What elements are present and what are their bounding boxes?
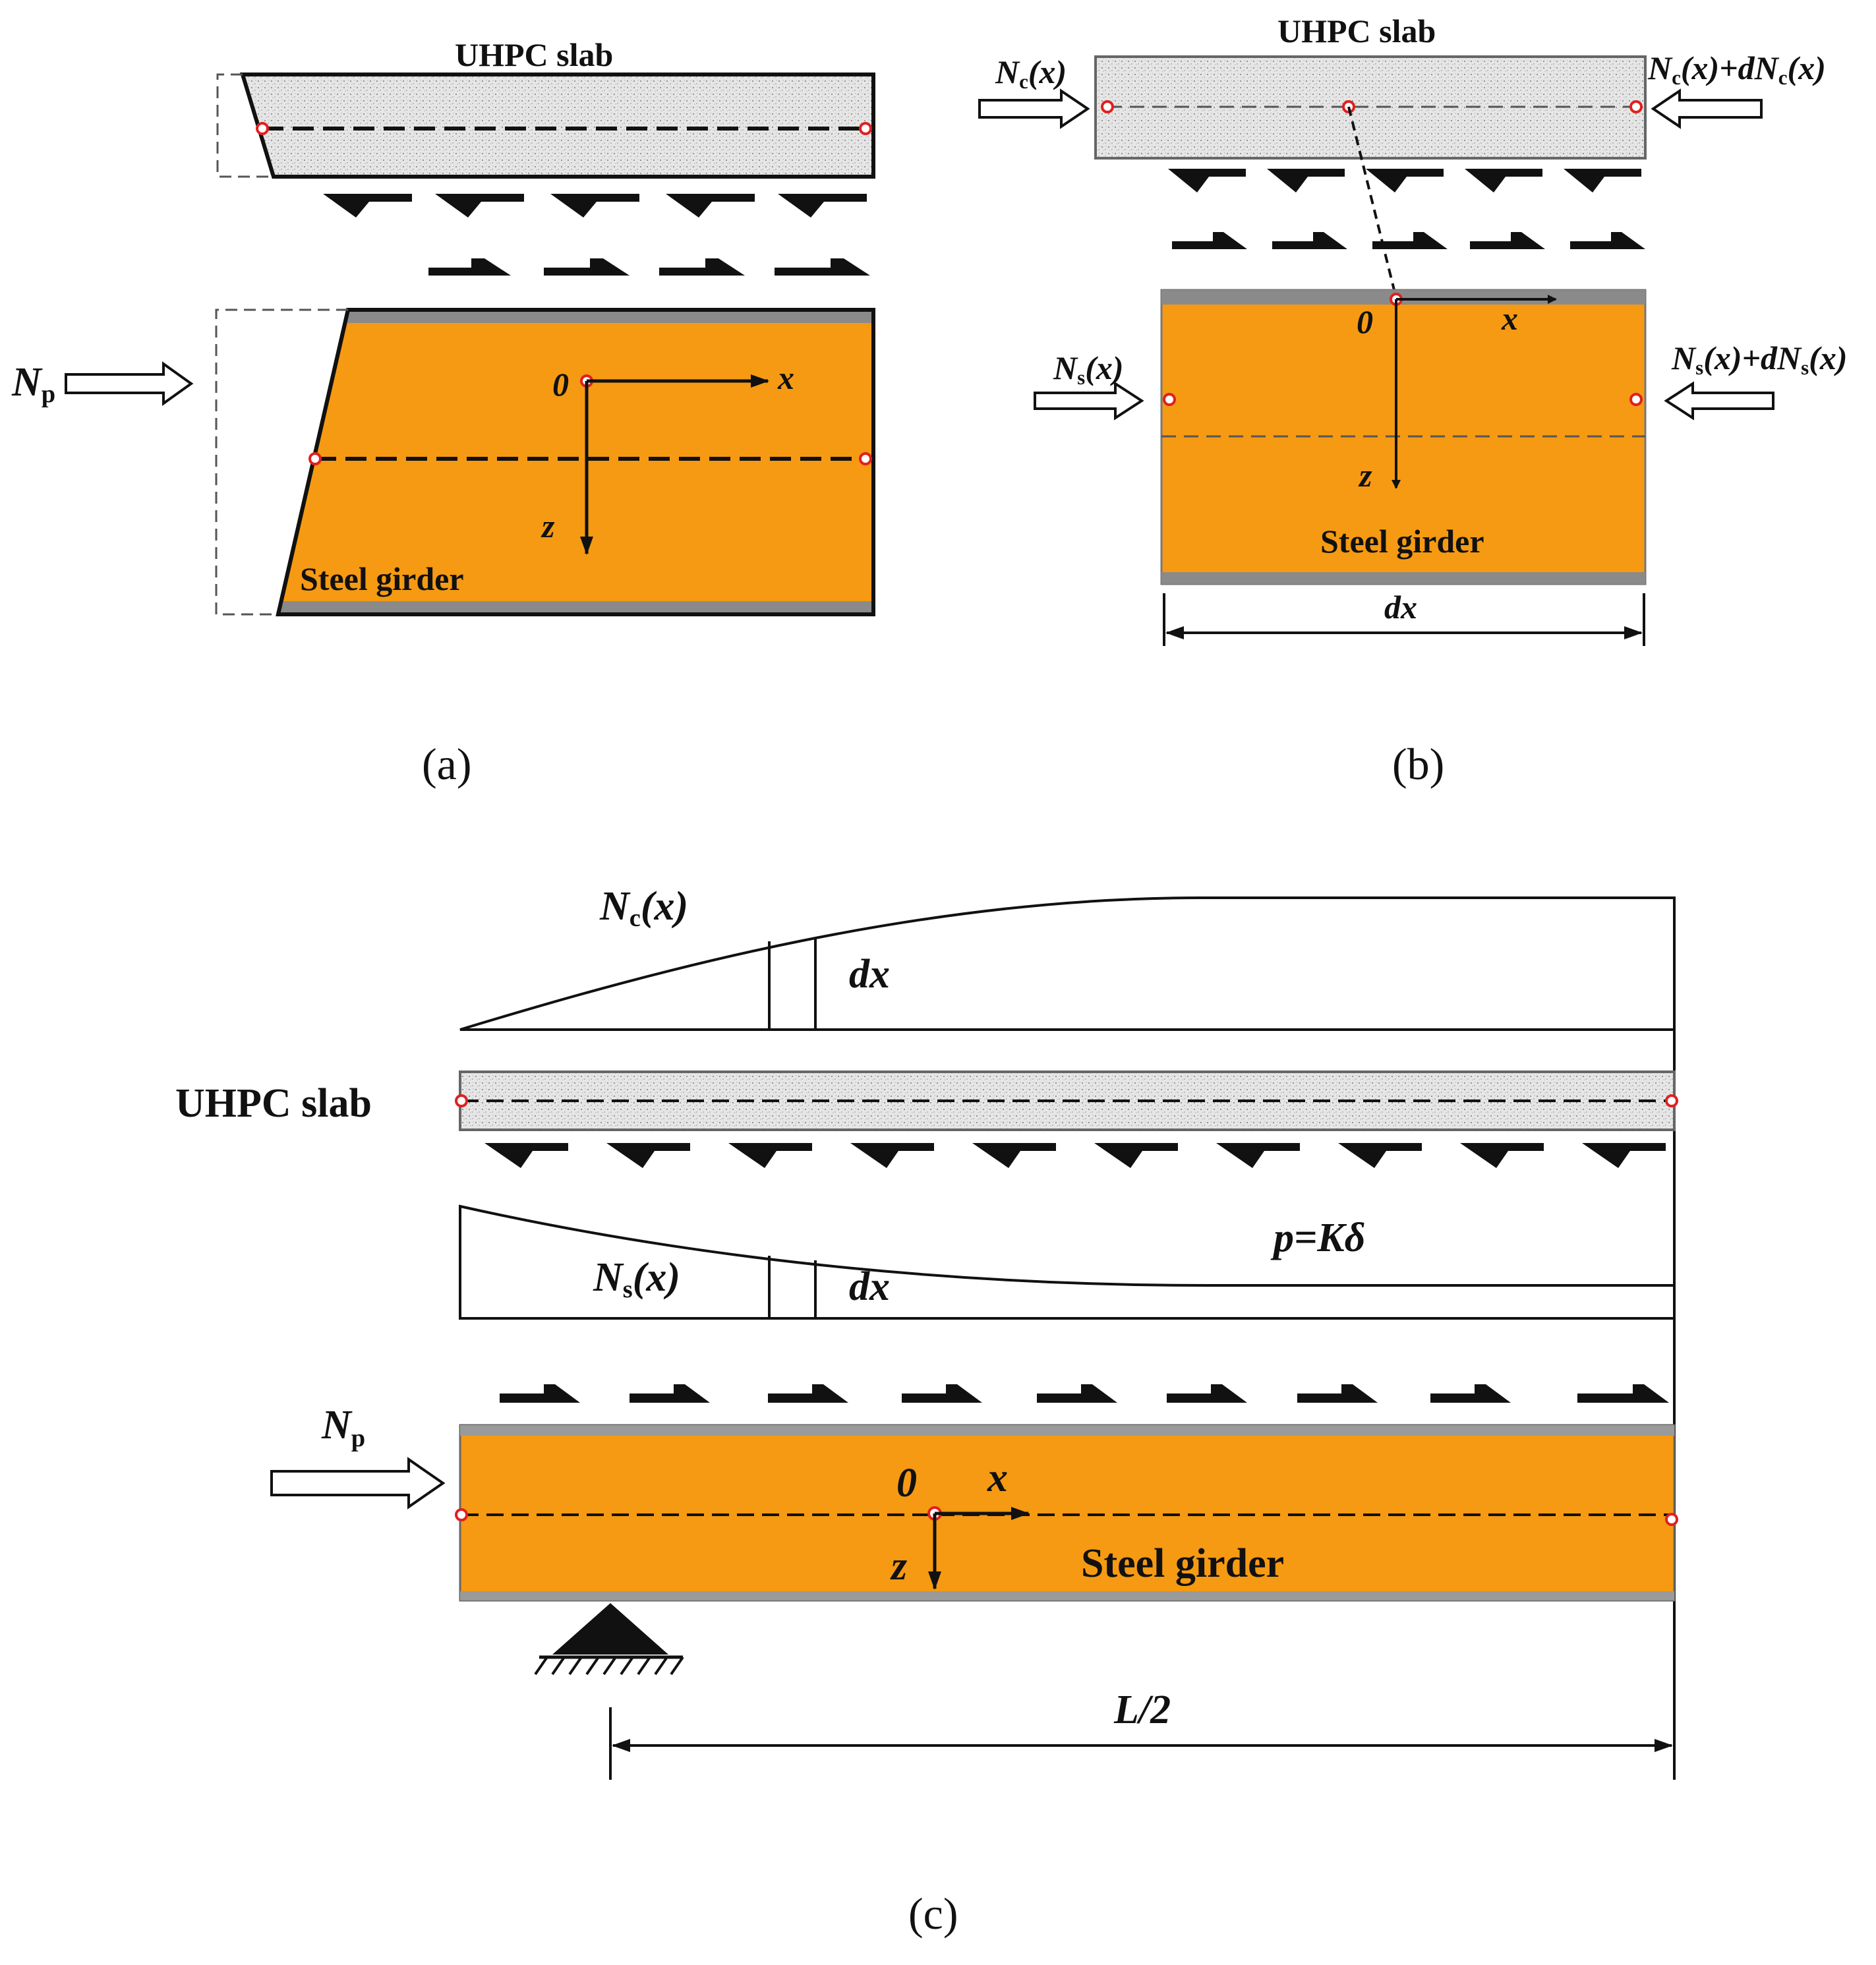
np-label-a: Np	[11, 360, 55, 408]
ns-right-arrow-b	[1664, 381, 1774, 421]
uhpc-slab-a	[239, 73, 875, 179]
z-axis-label-c: z	[890, 1544, 907, 1589]
slab-label-a: UHPC slab	[455, 36, 613, 73]
caption-a: (a)	[422, 739, 471, 789]
origin-label-b: 0	[1357, 303, 1373, 340]
caption-b: (b)	[1392, 739, 1444, 789]
x-axis-label-b: x	[1501, 300, 1518, 337]
x-axis-label-c: x	[987, 1455, 1008, 1500]
slab-node-right-b	[1629, 100, 1643, 113]
girder-node-left-b	[1163, 393, 1176, 406]
nc-left-label-b: Nc(x)	[995, 53, 1067, 93]
np-force-arrow-c	[270, 1457, 446, 1510]
top-flange-b	[1161, 290, 1645, 305]
support-hatch-c	[534, 1656, 684, 1676]
shear-arrows-girder-c	[500, 1384, 1669, 1403]
panel-c: Nc(x) dx UHPC slab Ns(x) dx p=Kδ	[175, 884, 1678, 1939]
shear-arrows-girder-a	[428, 258, 870, 276]
girder-label-c: Steel girder	[1081, 1541, 1284, 1586]
x-axis-label-a: x	[777, 359, 794, 396]
nc-left-arrow-b	[978, 88, 1090, 129]
caption-c: (c)	[908, 1889, 958, 1939]
shear-arrows-slab-a	[323, 194, 867, 218]
origin-label-a: 0	[552, 366, 569, 403]
np-force-arrow-a	[65, 361, 194, 406]
slip-line-b	[1347, 106, 1397, 299]
girder-node-right-c	[1665, 1513, 1678, 1526]
dx-label-top-c: dx	[849, 952, 890, 997]
girder-node-right-b	[1629, 393, 1643, 406]
shear-arrows-girder-b	[1172, 232, 1645, 249]
slab-node-right-a	[859, 122, 872, 135]
pin-support-c	[552, 1603, 668, 1655]
shear-arrows-slab-b	[1168, 169, 1641, 192]
girder-node-left-c	[455, 1508, 468, 1521]
ns-label-c: Ns(x)	[593, 1255, 680, 1303]
top-flange-c	[460, 1425, 1674, 1436]
bottom-flange-a	[279, 601, 873, 614]
reference-bracket-girder-a	[215, 308, 348, 616]
nc-right-arrow-b	[1651, 88, 1763, 129]
nc-label-c: Nc(x)	[599, 884, 688, 932]
slab-node-left-b	[1101, 100, 1114, 113]
span-label-c: L/2	[1113, 1687, 1171, 1732]
z-axis-label-a: z	[541, 508, 555, 544]
shear-arrows-slab-c	[484, 1143, 1666, 1168]
top-flange-a	[347, 310, 873, 323]
slab-label-b: UHPC slab	[1277, 13, 1436, 49]
ns-left-arrow-b	[1034, 381, 1144, 421]
ns-right-label-b: Ns(x)+dNs(x)	[1671, 339, 1847, 379]
dx-label-b: dx	[1384, 589, 1417, 626]
p-label-c: p=Kδ	[1270, 1216, 1365, 1260]
origin-label-c: 0	[896, 1461, 917, 1506]
dx-label-bottom-c: dx	[849, 1264, 890, 1309]
ns-distribution-c	[459, 1204, 1676, 1320]
girder-node-right-a	[859, 452, 872, 465]
z-axis-label-b: z	[1358, 457, 1372, 494]
slab-node-left-a	[256, 122, 269, 135]
nc-distribution-c	[459, 896, 1676, 1031]
slab-label-c: UHPC slab	[175, 1081, 372, 1126]
nc-right-label-b: Nc(x)+dNc(x)	[1647, 49, 1826, 89]
slab-node-left-c	[455, 1094, 468, 1107]
panel-a: UHPC slab 0 x z Steel g	[11, 36, 875, 789]
girder-node-left-a	[308, 452, 322, 465]
slab-node-right-c	[1665, 1094, 1678, 1107]
reference-bracket-slab-a	[216, 73, 274, 178]
girder-label-a: Steel girder	[300, 560, 464, 597]
girder-label-b: Steel girder	[1320, 523, 1484, 560]
bottom-flange-c	[460, 1591, 1674, 1600]
ns-left-label-b: Ns(x)	[1053, 349, 1124, 389]
np-label-c: Np	[321, 1403, 365, 1452]
bottom-flange-b	[1161, 572, 1645, 584]
steel-girder-c	[459, 1424, 1676, 1602]
panel-b: UHPC slab Nc(x) Nc(x)+dNc(x)	[978, 13, 1847, 789]
